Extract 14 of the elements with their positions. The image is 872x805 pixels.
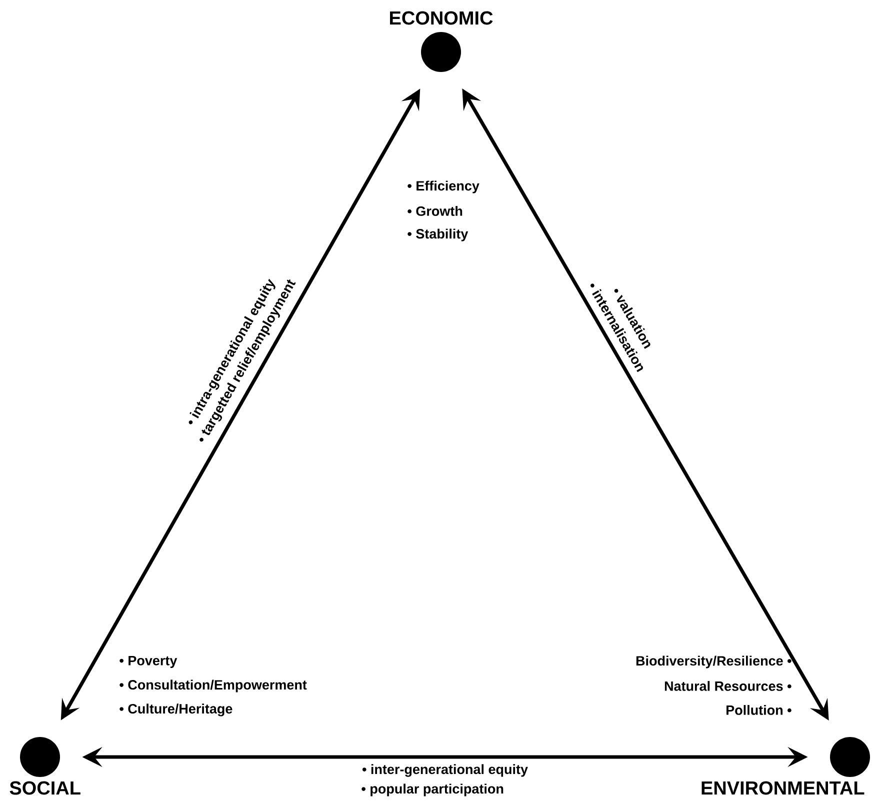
- list-item: • Stability: [408, 228, 468, 242]
- heading: ECONOMIC: [390, 11, 493, 25]
- list-item: • Culture/Heritage: [120, 704, 232, 716]
- edge-label: • inter-generational equity: [362, 764, 528, 777]
- list-item: • popular participation: [362, 784, 504, 796]
- list-item: • Poverty: [120, 656, 178, 668]
- list-item: Natural Resources •: [664, 681, 792, 691]
- list-item: Pollution •: [726, 705, 792, 715]
- heading: ENVIRONMENTAL: [702, 781, 864, 795]
- list-item: Biodiversity/Resilience •: [636, 656, 792, 668]
- heading: SOCIAL: [10, 781, 80, 795]
- list-item: • Growth: [408, 206, 462, 216]
- list-item: • Efficiency: [408, 180, 480, 194]
- list-item: • Consultation/Empowerment: [120, 680, 307, 692]
